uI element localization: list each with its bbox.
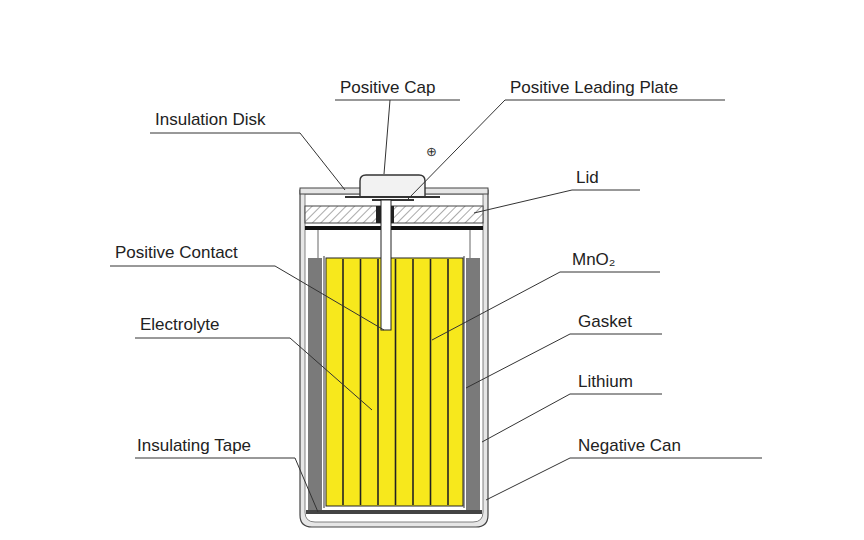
part-label: Insulation Disk xyxy=(155,110,266,130)
lid xyxy=(305,206,483,223)
separator-line xyxy=(470,230,471,258)
polarity-symbol: ⊕ xyxy=(426,142,437,162)
can-inner xyxy=(305,194,483,522)
separator-strip xyxy=(395,259,397,505)
separator-strip xyxy=(412,259,414,505)
part-label: Electrolyte xyxy=(140,315,219,335)
insulating-tape xyxy=(306,510,482,514)
mno2-cathode xyxy=(326,258,463,506)
part-label: Lid xyxy=(576,168,599,188)
lid-plate xyxy=(305,226,483,230)
part-label: Positive Leading Plate xyxy=(510,78,678,98)
separator-strip xyxy=(360,259,362,505)
separator-strip xyxy=(377,259,379,505)
part-label: MnO₂ xyxy=(572,250,615,270)
separator-strip xyxy=(447,259,449,505)
part-label: Positive Cap xyxy=(340,78,435,98)
positive-cap xyxy=(360,175,425,196)
gasket xyxy=(464,256,465,508)
separator-strip xyxy=(430,259,432,505)
part-label: Lithium xyxy=(578,372,633,392)
positive-leading-plate xyxy=(372,199,414,201)
positive-contact xyxy=(381,200,391,330)
electrolyte-separators xyxy=(343,259,448,505)
gasket xyxy=(324,256,325,508)
part-label: Negative Can xyxy=(578,436,681,456)
part-label: Positive Contact xyxy=(115,243,238,263)
part-label: Insulating Tape xyxy=(137,436,251,456)
part-label: Gasket xyxy=(578,312,632,332)
leader-lines xyxy=(110,100,762,512)
insulation-disk xyxy=(345,196,440,198)
negative-can xyxy=(300,190,488,527)
separator-line xyxy=(318,230,319,258)
separator-strip xyxy=(342,259,344,505)
lithium xyxy=(308,258,322,510)
